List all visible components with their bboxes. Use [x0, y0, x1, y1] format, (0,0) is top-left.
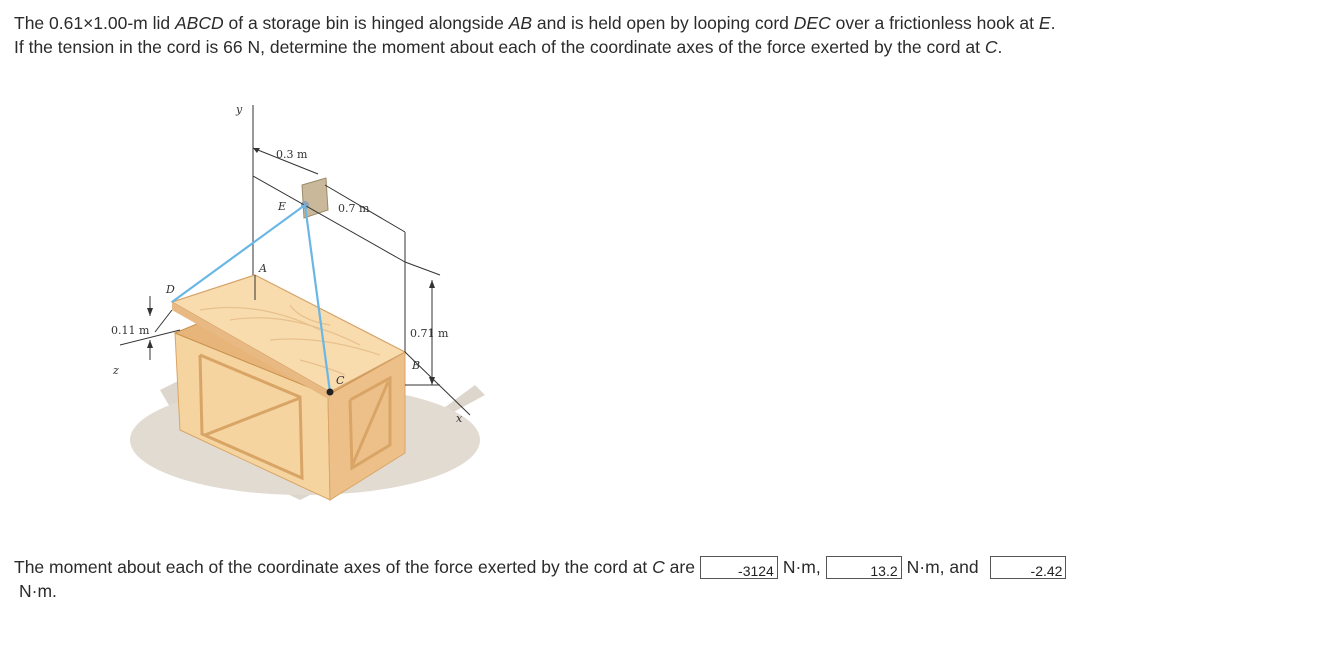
moment-y-input[interactable]: 13.2: [825, 556, 902, 579]
storage-bin-figure: y 0.3 m E 0.7 m A D 0.11 m z 0.71 m B C …: [111, 103, 485, 501]
moment-z-input[interactable]: -2.42: [990, 556, 1067, 579]
unit-label-2: N·m, and: [906, 557, 979, 577]
label-dim-011: 0.11 m: [111, 324, 150, 337]
label-x: x: [456, 412, 463, 425]
problem-statement: The 0.61×1.00-m lid ABCD of a storage bi…: [14, 11, 1055, 59]
problem-line-1: The 0.61×1.00-m lid ABCD of a storage bi…: [14, 13, 1056, 33]
label-dim-07: 0.7 m: [338, 202, 370, 215]
point-c: [326, 388, 334, 396]
problem-line-2: If the tension in the cord is 66 N, dete…: [14, 37, 1003, 57]
label-z: z: [112, 364, 119, 377]
label-e: E: [277, 200, 286, 213]
label-dim-03: 0.3 m: [276, 148, 308, 161]
label-b: B: [411, 359, 420, 372]
answer-line-1: The moment about each of the coordinate …: [14, 555, 1214, 579]
lid-edge: [172, 302, 330, 400]
answer-section: The moment about each of the coordinate …: [14, 555, 1214, 603]
dimension-arrows: [147, 148, 435, 385]
moment-x-input[interactable]: -3124: [699, 556, 778, 579]
dimension-lines: [119, 105, 471, 416]
bin-slats: [198, 353, 392, 481]
cord-dec: [171, 204, 332, 393]
unit-label-1: N·m,: [782, 557, 821, 577]
label-a: A: [258, 262, 267, 275]
answer-line-2: N·m.: [14, 579, 1214, 603]
label-d: D: [165, 283, 175, 296]
unit-label-3: N·m.: [19, 581, 57, 601]
label-dim-071: 0.71 m: [410, 327, 449, 340]
label-c: C: [336, 374, 345, 387]
label-y: y: [235, 103, 243, 116]
